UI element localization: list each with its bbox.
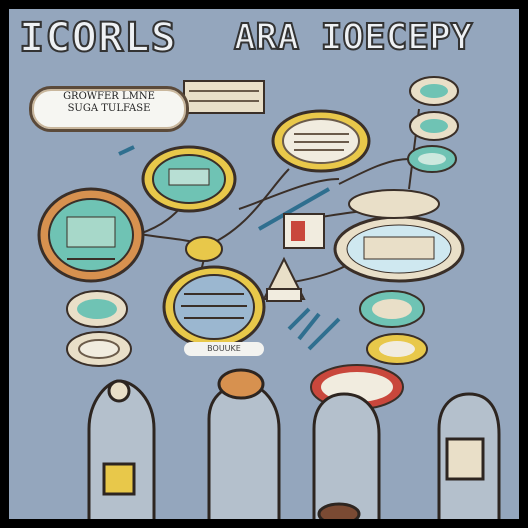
upper-left-node: [141, 145, 237, 213]
callout-bubble: [29, 86, 189, 132]
bottom-figures: [87, 368, 501, 519]
title-left: ICORLS: [18, 14, 178, 62]
left-column-nodes: [66, 290, 132, 367]
center-node: [162, 236, 266, 349]
center-caption: BOUUKE: [184, 342, 264, 356]
callout-line-1: GROWFER LMNE: [63, 91, 155, 102]
top-center-node: [271, 109, 371, 173]
right-lower-nodes: [310, 290, 428, 410]
concept-map-illustration: [37, 76, 501, 519]
left-large-node: [37, 187, 145, 283]
dome-building-icon: [262, 256, 306, 302]
accent-strokes: [118, 145, 341, 351]
right-column-nodes: [407, 76, 459, 173]
title-right: ARA IOECEPY: [233, 16, 473, 59]
small-building-icon: [183, 80, 265, 114]
callout-line-2: SUGA TULFASE: [67, 103, 151, 114]
artwork-frame: ICORLS ARA IOECEPY GROWFER LMNE SUGA TUL…: [9, 9, 519, 519]
callout-text: GROWFER LMNE SUGA TULFASE: [39, 91, 179, 115]
right-mid-node: [283, 189, 465, 283]
